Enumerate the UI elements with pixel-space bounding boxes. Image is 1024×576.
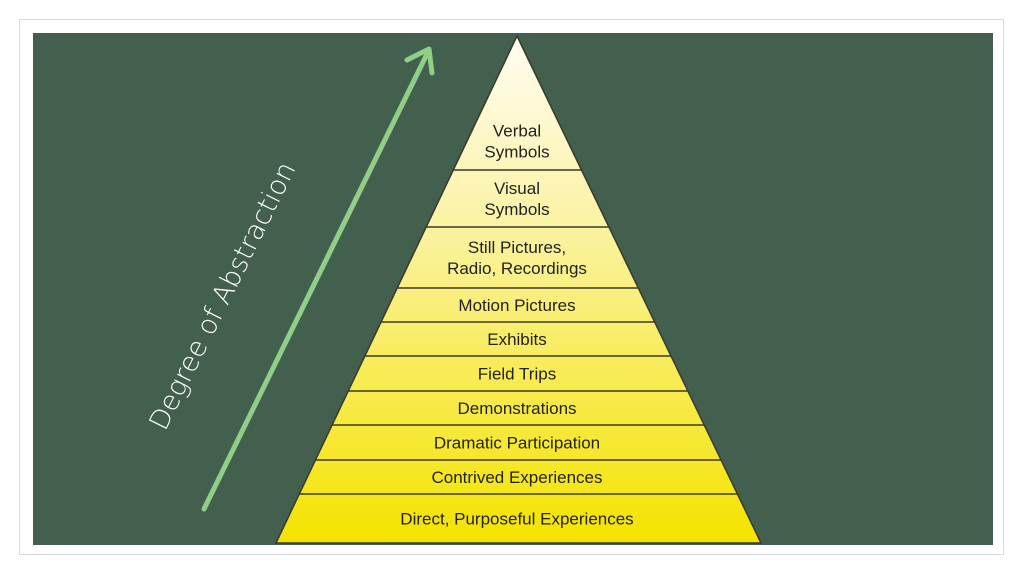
level-label-line: Still Pictures, [468,238,566,257]
level-label: Demonstrations [457,399,576,418]
level-dividers [299,169,738,495]
level-label-line: Demonstrations [457,399,576,418]
arrow-head-icon [404,46,435,76]
slide-frame [19,19,1004,555]
level-label-line: Radio, Recordings [447,259,587,278]
level-label-line: Dramatic Participation [434,434,600,453]
pyramid-shape [274,34,763,544]
level-label-line: Verbal [493,122,541,141]
level-label: Motion Pictures [458,296,575,315]
level-label-line: Contrived Experiences [431,468,602,487]
abstraction-arrow [201,46,435,512]
level-label-line: Direct, Purposeful Experiences [400,510,633,529]
level-label: Field Trips [478,365,556,384]
axis-label: Degree of Abstraction [144,157,303,435]
level-label: Dramatic Participation [434,434,600,453]
level-label: Still Pictures, Radio, Recordings [447,238,587,278]
level-label-line: Symbols [484,200,549,219]
level-label: Direct, Purposeful Experiences [400,510,633,529]
level-label-line: Exhibits [487,330,547,349]
level-label-line: Field Trips [478,365,556,384]
level-label-line: Symbols [484,143,549,162]
arrow-shaft [201,51,430,512]
level-label: Exhibits [487,330,547,349]
level-label-line: Visual [494,179,540,198]
level-label-line: Motion Pictures [458,296,575,315]
level-label: Contrived Experiences [431,468,602,487]
